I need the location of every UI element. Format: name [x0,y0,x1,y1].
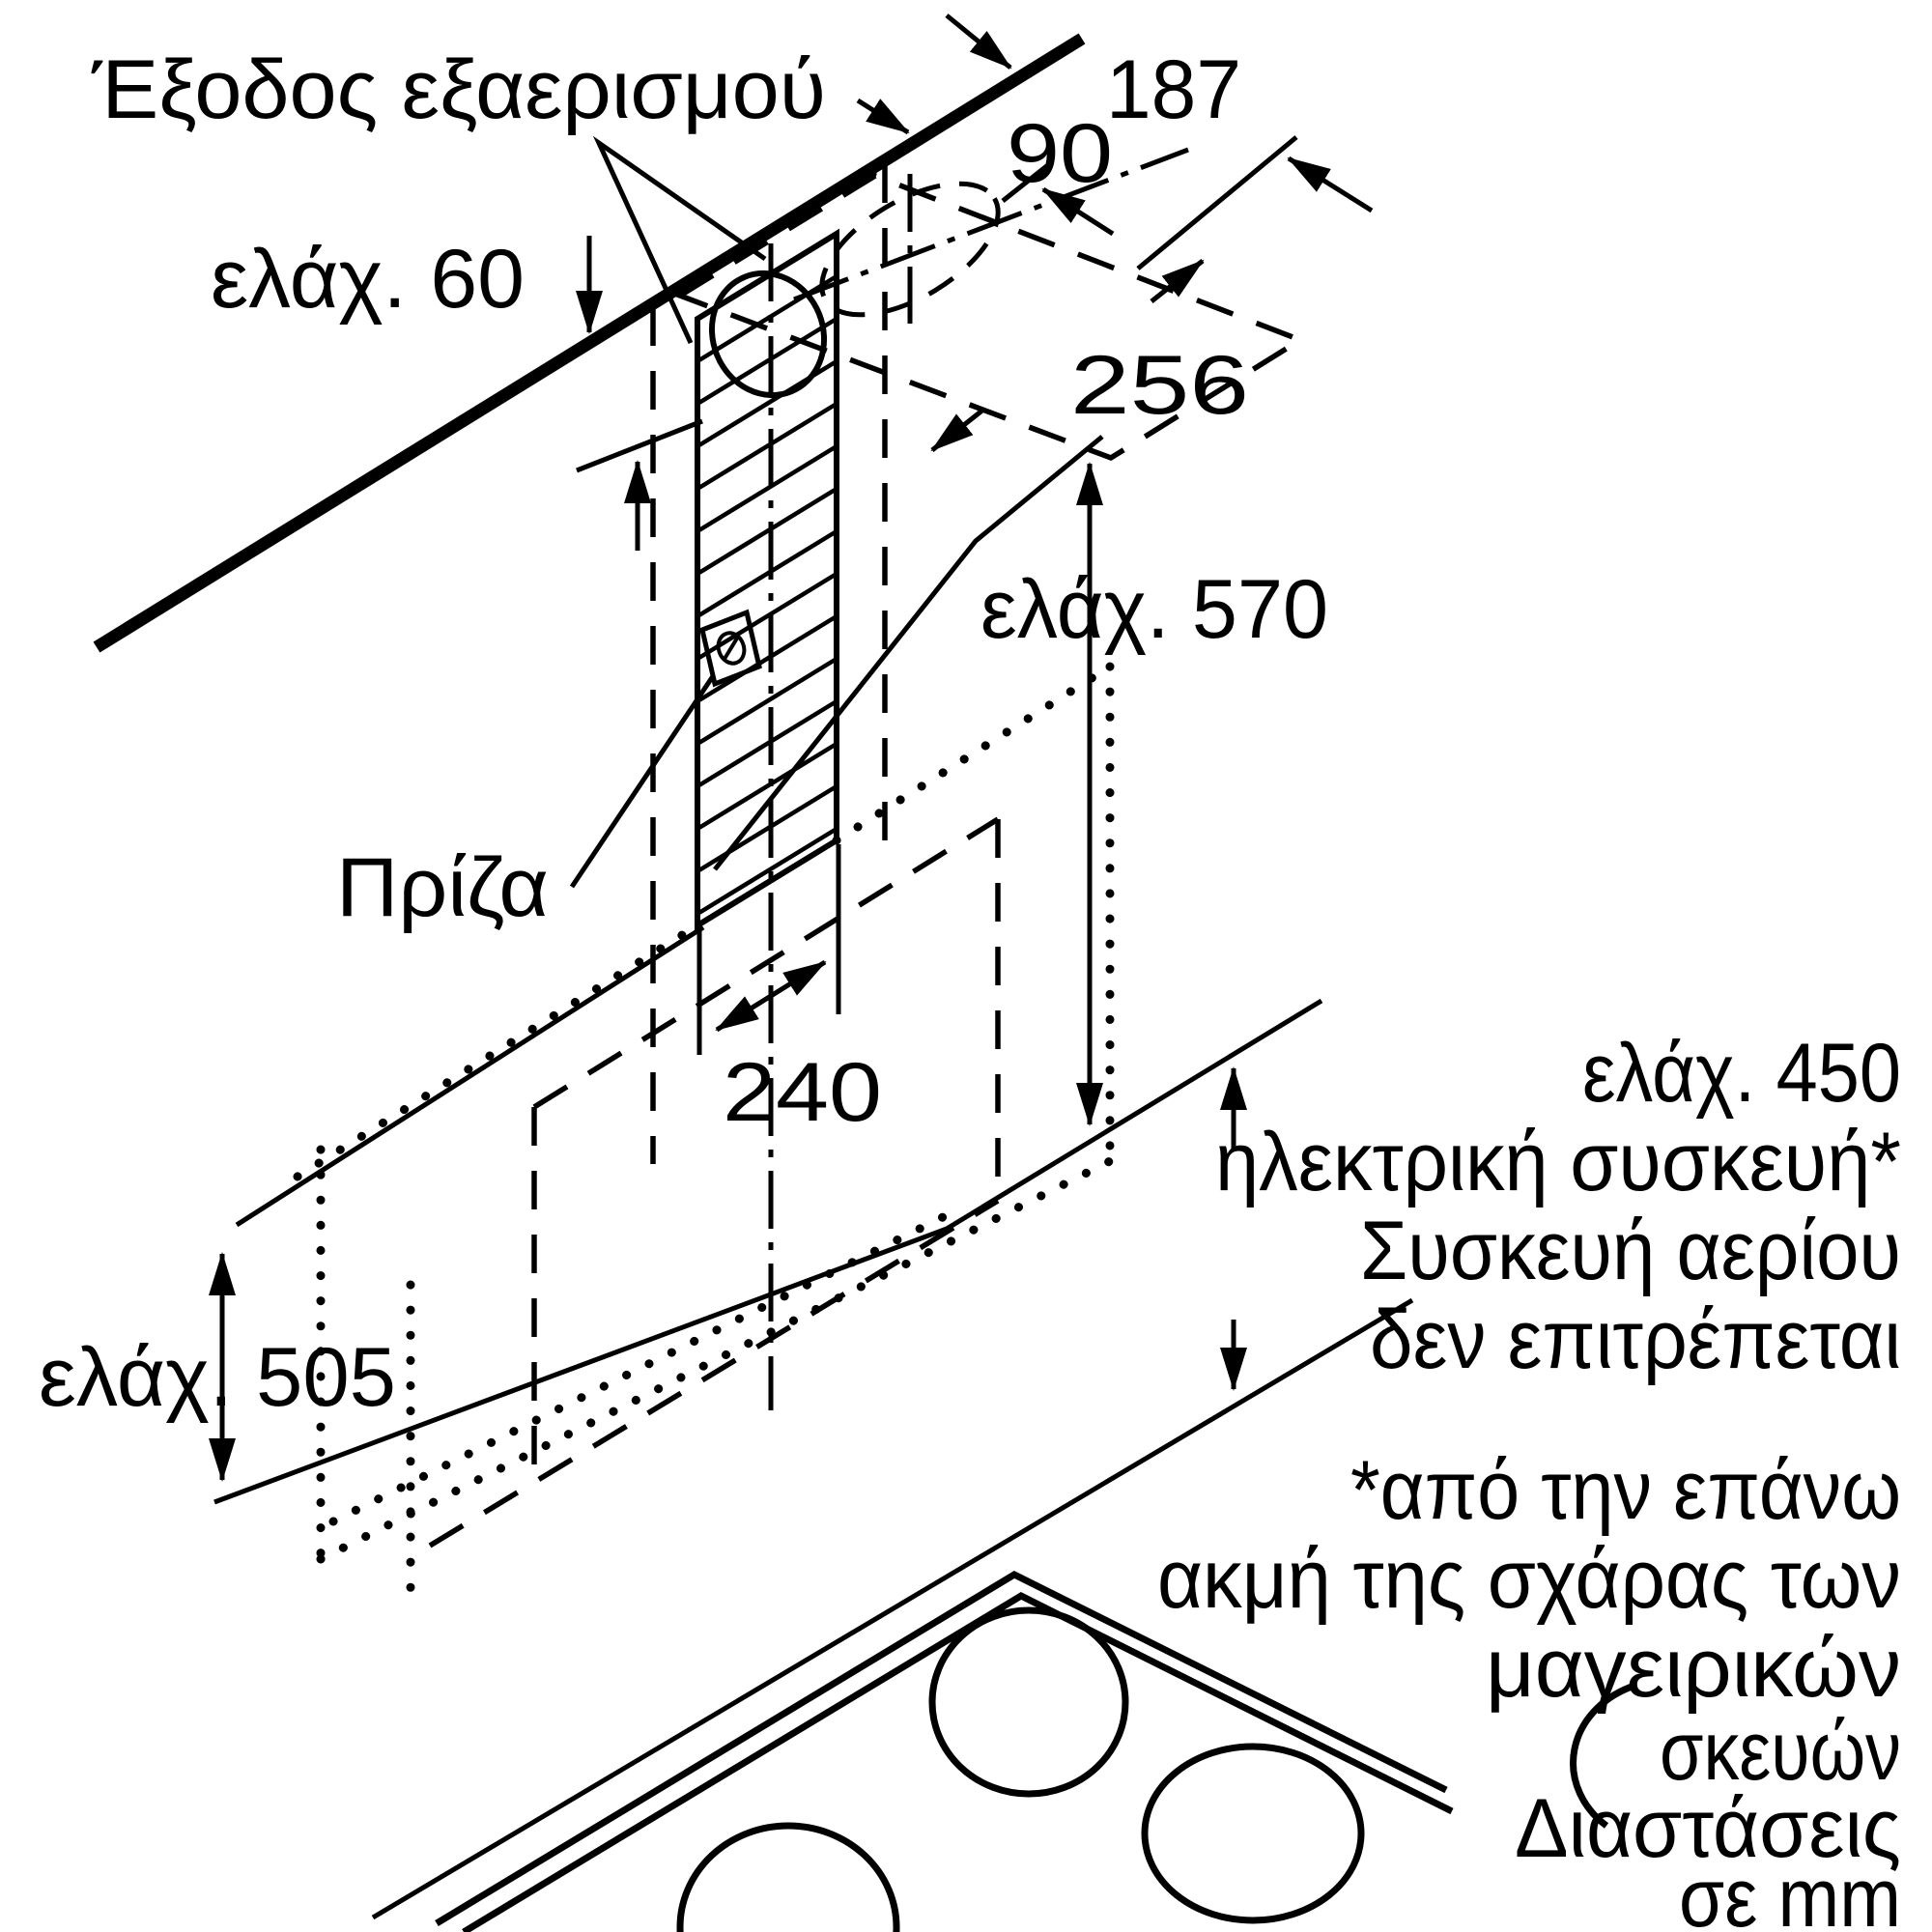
clearance-note-line3: Συσκευή αερίου [1360,1205,1901,1297]
arrow-256-lower [930,408,985,452]
cooktop-edge-inner [462,1592,1454,1932]
worktop-upper-line [213,998,1323,1505]
dim-min505-label: ελάχ. 505 [39,1331,396,1424]
footnote-line1: *από την επάνω [1350,1444,1901,1537]
ref-line-187 [1136,135,1298,270]
arrow-187-left [945,14,1012,70]
dim-187-label: 187 [1106,43,1241,136]
panel-outline [695,228,839,931]
clearance-note: ελάχ. 450 ηλεκτρική συσκευή* Συσκευή αερ… [1215,1027,1901,1386]
wall-mounting-panel [695,228,839,931]
vent-outlet-label: Έξοδος εξαερισμού [91,43,826,136]
cooktop-edge-outer [435,1571,1448,1926]
ref-line-60 [576,418,703,473]
units-note-line2: σε mm [1679,1852,1901,1932]
socket-leader-line [569,674,716,889]
hood-top-edge-line [713,435,1104,871]
arrow-187-right [1287,156,1374,213]
cooktop [435,1571,1636,1932]
dim-min60-label: ελάχ. 60 [211,233,525,326]
clearance-note-line2: ηλεκτρική συσκευή* [1215,1116,1901,1208]
dim-240-label: 240 [723,1046,882,1139]
units-note: Διαστάσεις σε mm [1515,1782,1901,1932]
worktop-lower-line [371,1297,1414,1920]
footnote-line4: σκευών [1660,1705,1901,1798]
wall-vent-hole [708,270,828,399]
ceiling-line [93,33,1086,653]
burner-right [1141,1743,1365,1924]
ceiling-duct-outline-dashed [673,172,1307,462]
hood-mounting-line [235,924,705,1228]
socket-label: Πρίζα [336,841,549,934]
arrow-90-left [856,98,910,135]
dim-240-arrow [715,959,827,1033]
dim-min570-label: ελάχ. 570 [980,563,1328,656]
footnote-line3: μαγειρικών [1486,1622,1901,1715]
tick-90 [1001,162,1051,203]
burner-far-right-partial [1570,1682,1636,1829]
clearance-note-line4: δεν επιτρέπεται [1370,1293,1901,1386]
burner-left [676,1822,900,1932]
dim-256-label: 256 [1070,339,1249,432]
hood-outline-dotted [293,662,1115,1604]
footnote: *από την επάνω ακμή της σχάρας των μαγει… [1157,1444,1901,1798]
arrow-256-upper [1150,259,1205,303]
arrow-90-right [1041,186,1115,237]
clearance-note-line1: ελάχ. 450 [1582,1027,1901,1120]
socket-symbol [699,609,762,688]
vent-outlet-leader-lines [592,135,767,345]
ceiling-vent-axis-diagonal [793,147,1189,302]
burner-top [928,1606,1129,1798]
footnote-line2: ακμή της σχάρας των [1157,1533,1901,1626]
